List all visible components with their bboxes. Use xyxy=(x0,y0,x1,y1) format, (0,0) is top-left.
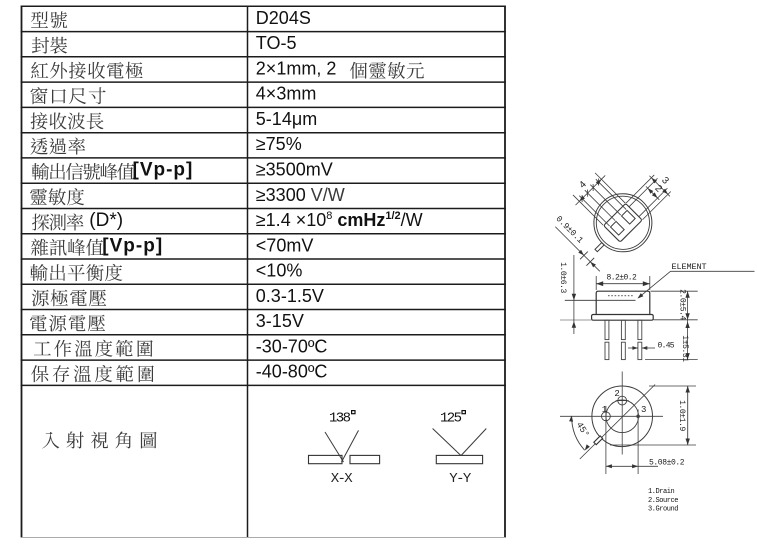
svg-text:<10%: <10% xyxy=(256,261,303,281)
svg-text:125: 125 xyxy=(440,410,462,426)
svg-text:4×3mm: 4×3mm xyxy=(256,84,317,104)
svg-text:1.Drain: 1.Drain xyxy=(648,488,675,496)
svg-text:1±5.31: 1±5.31 xyxy=(680,335,689,362)
svg-text:(D*): (D*) xyxy=(89,210,123,231)
svg-text:138: 138 xyxy=(329,410,351,426)
svg-text:3.Ground: 3.Ground xyxy=(648,506,678,514)
svg-text:<70mV: <70mV xyxy=(256,235,314,255)
svg-text:-30-70ºC: -30-70ºC xyxy=(256,336,328,356)
svg-text:[Vp-p]: [Vp-p] xyxy=(102,235,163,256)
svg-text:8.2±0.2: 8.2±0.2 xyxy=(607,273,638,282)
svg-text:1.0±6.3: 1.0±6.3 xyxy=(558,262,567,293)
svg-text:2.0±5.4: 2.0±5.4 xyxy=(678,289,687,320)
svg-text:2: 2 xyxy=(614,389,619,399)
svg-text:≥3300 V/W: ≥3300 V/W xyxy=(256,185,345,205)
svg-text:TO-5: TO-5 xyxy=(256,33,297,53)
svg-text:0.45: 0.45 xyxy=(658,342,675,351)
svg-text:2.Source: 2.Source xyxy=(648,497,678,505)
svg-text:1: 1 xyxy=(602,405,607,415)
svg-text:1.0±1.9: 1.0±1.9 xyxy=(677,400,686,431)
svg-text:2×1mm, 2: 2×1mm, 2 xyxy=(256,58,337,78)
svg-text:0.3-1.5V: 0.3-1.5V xyxy=(256,286,324,306)
svg-text:5-14μm: 5-14μm xyxy=(256,109,317,129)
svg-text:≥3500mV: ≥3500mV xyxy=(256,160,333,180)
svg-text:5.08±0.2: 5.08±0.2 xyxy=(649,458,685,467)
svg-text:-40-80ºC: -40-80ºC xyxy=(256,362,328,382)
svg-text:3-15V: 3-15V xyxy=(256,311,304,331)
svg-text:ELEMENT: ELEMENT xyxy=(672,262,707,272)
svg-text:[Vp-p]: [Vp-p] xyxy=(133,160,194,181)
svg-text:D204S: D204S xyxy=(256,8,311,28)
svg-text:3: 3 xyxy=(641,405,646,415)
svg-text:≥75%: ≥75% xyxy=(256,134,302,154)
svg-text:≥1.4 ×108 cmHz1/2/W: ≥1.4 ×108 cmHz1/2/W xyxy=(256,210,423,230)
svg-text:X-X: X-X xyxy=(331,471,354,487)
svg-text:Y-Y: Y-Y xyxy=(449,471,472,487)
